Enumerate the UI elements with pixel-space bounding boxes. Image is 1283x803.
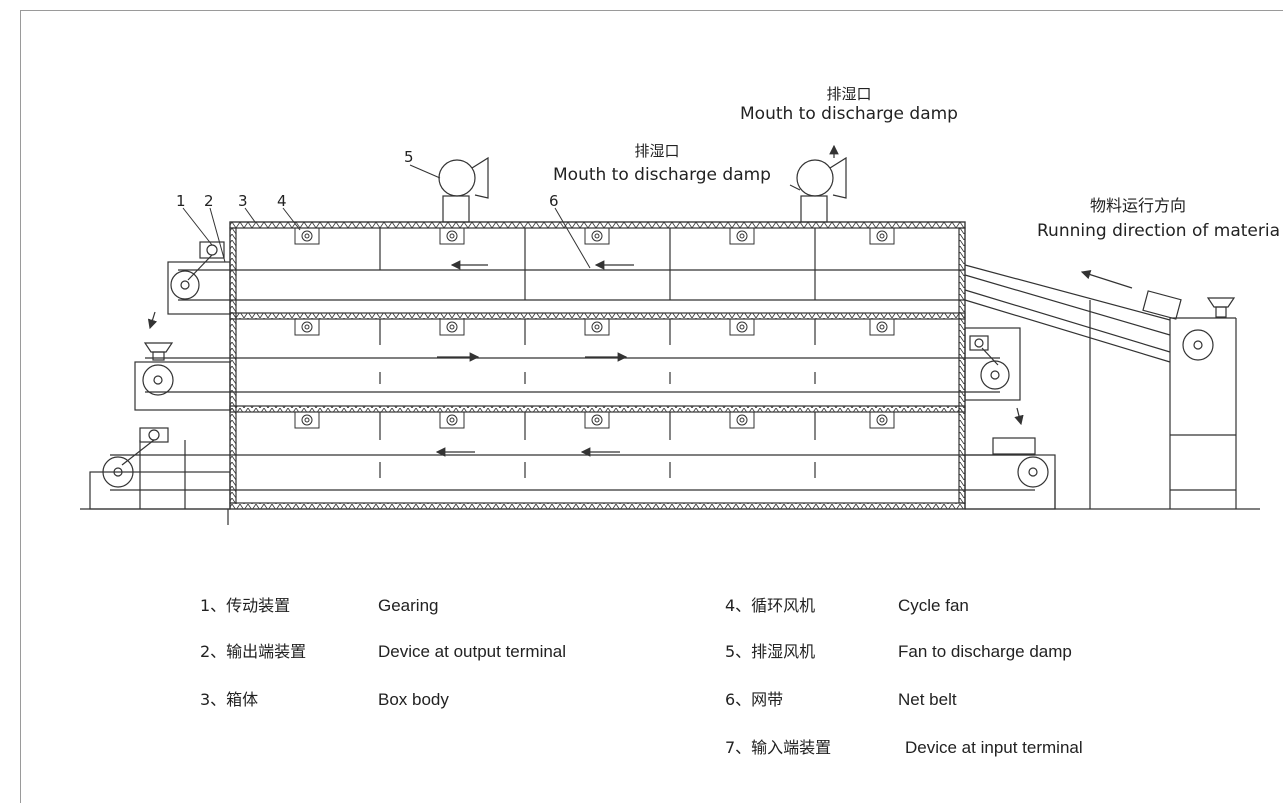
legend-item-1: 1、传动装置 Gearing	[200, 592, 438, 616]
legend-number: 5、排湿风机	[725, 642, 816, 661]
legend-item-2: 2、输出端装置 Device at output terminal	[200, 638, 566, 662]
legend-text: Device at input terminal	[905, 738, 1083, 757]
running-direction-cn: 物料运行方向	[1090, 196, 1186, 215]
legend-text: Fan to discharge damp	[898, 642, 1072, 661]
legend-text: Device at output terminal	[378, 642, 567, 661]
discharge-mid-en: Mouth to discharge damp	[553, 165, 771, 185]
legend-item-6: 6、网带 Net belt	[725, 686, 957, 710]
running-direction-en: Running direction of materia	[1037, 221, 1280, 241]
legend-number: 3、箱体	[200, 690, 259, 709]
callout-5: 5	[404, 148, 414, 166]
roller-icon	[980, 329, 1214, 488]
callout-2: 2	[204, 192, 214, 210]
motor-icon	[121, 241, 1036, 466]
legend-number: 1、传动装置	[200, 596, 291, 615]
discharge-mid-cn: 排湿口	[634, 142, 679, 160]
page-frame	[20, 10, 1283, 803]
fan-icon	[294, 227, 895, 429]
legend-text: Gearing	[378, 596, 439, 615]
legend-item-4: 4、循环风机 Cycle fan	[725, 592, 969, 616]
dryer-diagram: 1 2 3 4 5 6 排湿口 Mouth to discharge damp …	[80, 85, 1280, 525]
discharge-top-cn: 排湿口	[826, 85, 871, 103]
legend-number: 7、输入端装置	[725, 738, 832, 757]
legend-text: Net belt	[898, 690, 957, 709]
legend-number: 2、输出端装置	[200, 642, 307, 661]
hopper-icon	[143, 297, 1236, 361]
legend-item-3: 3、箱体 Box body	[200, 686, 449, 710]
legend-item-7: 7、输入端装置 Device at input terminal	[725, 734, 1083, 758]
callout-4: 4	[277, 192, 287, 210]
legend-item-5: 5、排湿风机 Fan to discharge damp	[725, 638, 1072, 662]
callout-6: 6	[549, 192, 559, 210]
legend-number: 4、循环风机	[725, 596, 816, 615]
legend-number: 6、网带	[725, 690, 784, 709]
arrow-icon	[147, 260, 1133, 457]
legend-text: Cycle fan	[898, 596, 969, 615]
roller-icon	[102, 270, 200, 488]
discharge-top-en: Mouth to discharge damp	[740, 104, 958, 124]
callout-1: 1	[176, 192, 186, 210]
callout-3: 3	[238, 192, 248, 210]
legend-text: Box body	[378, 690, 449, 709]
